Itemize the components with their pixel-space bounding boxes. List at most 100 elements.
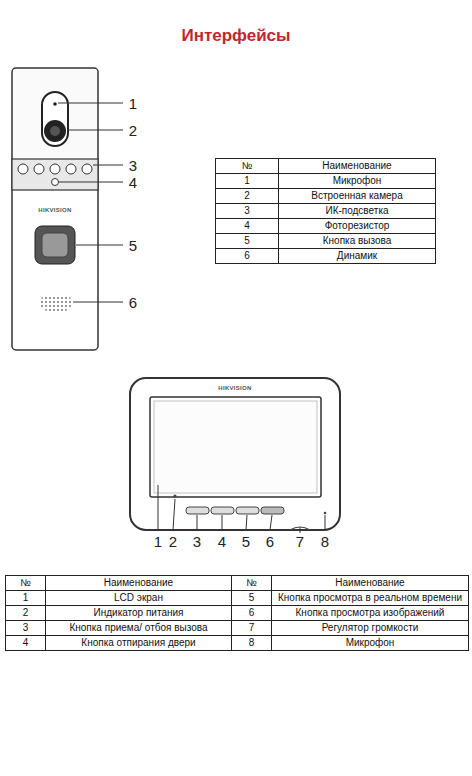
callout-number: 2 — [169, 533, 177, 550]
cell-text: Индикатор питания — [94, 607, 184, 618]
cell-text: 8 — [249, 637, 255, 648]
table-cell: Кнопка отпирания двери — [46, 636, 232, 651]
table-row: 3 ИК-подсветка — [216, 204, 436, 219]
cell-text: 4 — [23, 637, 29, 648]
cell-text: № — [20, 577, 31, 588]
cell-text: Кнопка отпирания двери — [81, 637, 195, 648]
table-cell: Фоторезистор — [279, 219, 436, 234]
table-cell: № — [6, 576, 46, 591]
cell-text: № — [242, 160, 253, 171]
callout-number: 4 — [218, 533, 226, 550]
table-cell: 6 — [232, 606, 272, 621]
table-row: № Наименование № Наименование — [6, 576, 469, 591]
table-cell: 3 — [6, 621, 46, 636]
callout-number: 5 — [242, 533, 250, 550]
table-cell: ИК-подсветка — [279, 204, 436, 219]
callout-number: 1 — [129, 95, 137, 112]
cell-text: 3 — [244, 205, 250, 216]
table-cell: Динамик — [279, 249, 436, 264]
table-cell: Встроенная камера — [279, 189, 436, 204]
cell-text: 6 — [244, 250, 250, 261]
table-cell: 3 — [216, 204, 279, 219]
table-cell: Кнопка приема/ отбоя вызова — [46, 621, 232, 636]
table-cell: Кнопка вызова — [279, 234, 436, 249]
cell-text: 3 — [23, 622, 29, 633]
table-cell: 7 — [232, 621, 272, 636]
table-row: 3 Кнопка приема/ отбоя вызова 7 Регулятор г… — [6, 621, 469, 636]
table-cell: Микрофон — [272, 636, 469, 651]
cell-text: 1 — [244, 175, 250, 186]
table-row: 2 Индикатор питания 6 Кнопка просмотра изоб… — [6, 606, 469, 621]
table-cell: 8 — [232, 636, 272, 651]
cell-text: Динамик — [337, 250, 377, 261]
cell-text: Наименование — [335, 577, 404, 588]
table-row: 4 Кнопка отпирания двери 8 Микрофон — [6, 636, 469, 651]
table-cell: 4 — [216, 219, 279, 234]
callout-number: 3 — [129, 157, 137, 174]
cell-text: 7 — [249, 622, 255, 633]
callout-number: 7 — [296, 533, 304, 550]
cell-text: Встроенная камера — [311, 190, 402, 201]
cell-text: 1 — [23, 592, 29, 603]
table-row: 2 Встроенная камера — [216, 189, 436, 204]
callout-number: 5 — [129, 237, 137, 254]
cell-text: 4 — [244, 220, 250, 231]
table-cell: Индикатор питания — [46, 606, 232, 621]
table-cell: Наименование — [272, 576, 469, 591]
cell-text: Микрофон — [333, 175, 382, 186]
cell-text: 6 — [249, 607, 255, 618]
cell-text: Фоторезистор — [325, 220, 390, 231]
cell-text: Регулятор громкости — [322, 622, 419, 633]
cell-text: LCD экран — [114, 592, 163, 603]
table-cell: Наименование — [46, 576, 232, 591]
callout-number: 3 — [193, 533, 201, 550]
table-cell: 6 — [216, 249, 279, 264]
cell-text: Микрофон — [346, 637, 395, 648]
callout-number: 1 — [154, 533, 162, 550]
table-cell: 5 — [216, 234, 279, 249]
callout-number: 8 — [321, 533, 329, 550]
data-table: № Наименование 1 Микрофон 2 Встроенная камера… — [215, 158, 436, 264]
callout-number: 6 — [266, 533, 274, 550]
table-cell: 4 — [6, 636, 46, 651]
table-cell: Регулятор громкости — [272, 621, 469, 636]
cell-text: 2 — [244, 190, 250, 201]
cell-text: Наименование — [322, 160, 391, 171]
table-cell: № — [216, 159, 279, 174]
cell-text: № — [246, 577, 257, 588]
data-table: №Наименование№Наименование1LCD экран5Кно… — [5, 575, 469, 651]
cell-text: Кнопка вызова — [323, 235, 392, 246]
table-cell: № — [232, 576, 272, 591]
table-row: 1 Микрофон — [216, 174, 436, 189]
table-cell: 2 — [6, 606, 46, 621]
table-cell: 2 — [216, 189, 279, 204]
cell-text: 2 — [23, 607, 29, 618]
cell-text: Кнопка приема/ отбоя вызова — [69, 622, 207, 633]
table-row: 6 Динамик — [216, 249, 436, 264]
cell-text: ИК-подсветка — [325, 205, 388, 216]
table-cell: LCD экран — [46, 591, 232, 606]
cell-text: Наименование — [104, 577, 173, 588]
brand-logo: HIKVISION — [38, 207, 71, 213]
callout-number: 6 — [129, 294, 137, 311]
table-row: 4 Фоторезистор — [216, 219, 436, 234]
table-cell: Наименование — [279, 159, 436, 174]
indoor-monitor — [130, 378, 340, 533]
table-cell: Кнопка просмотра в реальном времени — [272, 591, 469, 606]
cell-text: 5 — [244, 235, 250, 246]
callout-number: 2 — [129, 122, 137, 139]
table-cell: 5 — [232, 591, 272, 606]
table-row: № Наименование — [216, 159, 436, 174]
page-title: Интерфейсы — [0, 26, 472, 46]
table-row: 5 Кнопка вызова — [216, 234, 436, 249]
cell-text: Кнопка просмотра в реальном времени — [278, 592, 462, 603]
callout-number: 4 — [129, 174, 137, 191]
table-cell: Кнопка просмотра изображений — [272, 606, 469, 621]
table-row: 1 LCD экран 5 Кнопка просмотра в реальном в… — [6, 591, 469, 606]
brand-logo: HIKVISION — [218, 385, 251, 391]
table-cell: Микрофон — [279, 174, 436, 189]
door-station — [12, 68, 123, 350]
table-cell: 1 — [6, 591, 46, 606]
cell-text: Кнопка просмотра изображений — [296, 607, 445, 618]
table-cell: 1 — [216, 174, 279, 189]
